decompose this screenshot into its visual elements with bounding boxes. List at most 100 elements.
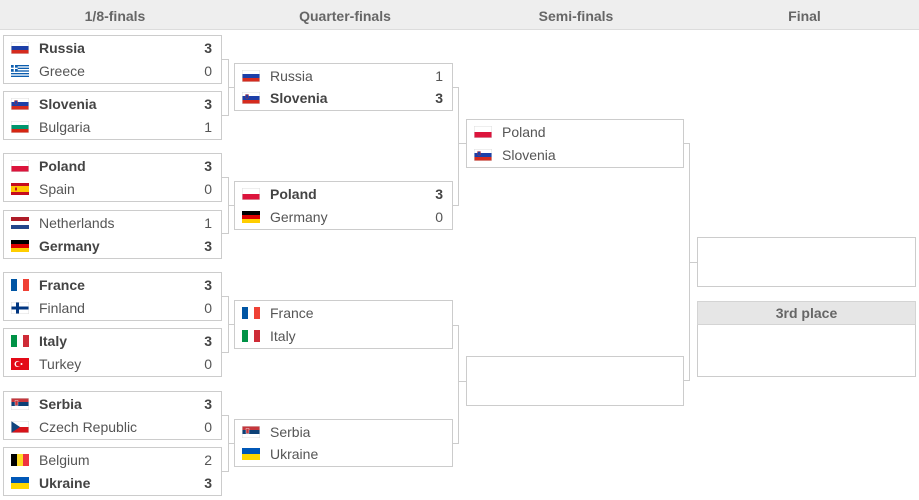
round-of-16-title: 1/8-finals [84, 8, 146, 24]
serbia-flag-icon [11, 398, 29, 410]
team-row[interactable]: Bulgaria 1 [4, 116, 221, 138]
team-row[interactable]: Ukraine 3 [4, 472, 221, 494]
russia-flag-icon [242, 70, 260, 82]
team-name: Germany [39, 238, 100, 254]
russia-flag-icon [11, 42, 29, 54]
team-row[interactable]: Italy 3 [4, 330, 221, 352]
third-place-title: 3rd place [697, 301, 916, 325]
team-row[interactable]: Slovenia 3 [235, 87, 452, 109]
team-name: Slovenia [270, 90, 328, 106]
team-row[interactable]: Spain 0 [4, 178, 221, 200]
czech-flag-icon [11, 421, 29, 433]
team-score: 0 [435, 209, 443, 225]
qf-match[interactable]: Poland 3 Germany 0 [234, 181, 453, 230]
final-title: Final [788, 8, 821, 24]
r16-match[interactable]: Russia 3 Greece 0 [3, 35, 222, 84]
qf-match[interactable]: France Italy [234, 300, 453, 349]
qf-match[interactable]: Russia 1 Slovenia 3 [234, 63, 453, 111]
r16-match[interactable]: France 3 Finland 0 [3, 272, 222, 321]
ukraine-flag-icon [11, 477, 29, 489]
bracket-connector [453, 87, 459, 206]
slovenia-flag-icon [11, 98, 29, 110]
team-row[interactable]: Slovenia [467, 144, 683, 166]
team-score: 0 [204, 300, 212, 316]
finland-flag-icon [11, 302, 29, 314]
team-row[interactable]: Turkey 0 [4, 353, 221, 375]
italy-flag-icon [242, 330, 260, 342]
team-score: 0 [204, 356, 212, 372]
team-name: Spain [39, 181, 75, 197]
qf-match[interactable]: Serbia Ukraine [234, 419, 453, 467]
team-name: Poland [270, 186, 317, 202]
team-score: 3 [204, 277, 212, 293]
team-row[interactable]: Russia 1 [235, 65, 452, 87]
team-name: Greece [39, 63, 85, 79]
bulgaria-flag-icon [11, 121, 29, 133]
team-row[interactable]: Greece 0 [4, 60, 221, 82]
third-place-match-empty[interactable] [697, 325, 916, 377]
team-row[interactable]: France [235, 302, 452, 324]
bracket-connector [229, 443, 234, 444]
spain-flag-icon [11, 183, 29, 195]
ukraine-flag-icon [242, 448, 260, 460]
bracket-connector [459, 143, 466, 144]
team-score: 3 [204, 40, 212, 56]
team-name: Turkey [39, 356, 82, 372]
team-score: 1 [435, 68, 443, 84]
team-score: 3 [204, 96, 212, 112]
r16-match[interactable]: Serbia 3 Czech Republic 0 [3, 391, 222, 440]
team-name: Ukraine [39, 475, 91, 491]
slovenia-flag-icon [474, 149, 492, 161]
team-row[interactable]: Belgium 2 [4, 449, 221, 471]
team-row[interactable]: Serbia 3 [4, 393, 221, 415]
team-name: France [270, 305, 314, 321]
team-name: Poland [39, 158, 86, 174]
team-name: Belgium [39, 452, 90, 468]
team-name: Russia [270, 68, 313, 84]
r16-match[interactable]: Slovenia 3 Bulgaria 1 [3, 91, 222, 140]
team-score: 1 [204, 119, 212, 135]
bracket-connector [453, 325, 459, 444]
team-row[interactable]: Poland 3 [235, 183, 452, 205]
team-score: 0 [204, 419, 212, 435]
team-score: 0 [204, 181, 212, 197]
team-row[interactable]: Germany 0 [235, 206, 452, 228]
team-score: 3 [204, 333, 212, 349]
final-match-empty[interactable] [697, 237, 916, 287]
team-row[interactable]: Poland 3 [4, 155, 221, 177]
r16-match[interactable]: Poland 3 Spain 0 [3, 153, 222, 202]
team-row[interactable]: Serbia [235, 421, 452, 443]
r16-match[interactable]: Italy 3 Turkey 0 [3, 328, 222, 377]
team-row[interactable]: Slovenia 3 [4, 93, 221, 115]
team-name: Finland [39, 300, 85, 316]
team-score: 1 [204, 215, 212, 231]
team-row[interactable]: Czech Republic 0 [4, 416, 221, 438]
team-row[interactable]: Germany 3 [4, 235, 221, 257]
team-name: Poland [502, 124, 546, 140]
sf-match-empty[interactable] [466, 356, 684, 406]
bracket-connector [222, 296, 229, 353]
team-row[interactable]: Ukraine [235, 443, 452, 465]
greece-flag-icon [11, 65, 29, 77]
r16-match[interactable]: Netherlands 1 Germany 3 [3, 210, 222, 259]
team-row[interactable]: Finland 0 [4, 297, 221, 319]
semi-finals-title: Semi-finals [538, 8, 614, 24]
team-score: 2 [204, 452, 212, 468]
r16-match[interactable]: Belgium 2 Ukraine 3 [3, 447, 222, 496]
poland-flag-icon [474, 126, 492, 138]
team-row[interactable]: Russia 3 [4, 37, 221, 59]
poland-flag-icon [242, 188, 260, 200]
team-row[interactable]: Netherlands 1 [4, 212, 221, 234]
poland-flag-icon [11, 160, 29, 172]
bracket-connector [690, 262, 697, 263]
bracket-connector [229, 87, 234, 88]
team-name: Slovenia [502, 147, 556, 163]
team-row[interactable]: Poland [467, 121, 683, 143]
team-name: Ukraine [270, 446, 319, 462]
team-row[interactable]: France 3 [4, 274, 221, 296]
team-score: 3 [204, 238, 212, 254]
team-row[interactable]: Italy [235, 325, 452, 347]
team-name: Bulgaria [39, 119, 91, 135]
team-score: 3 [435, 186, 443, 202]
sf-match[interactable]: Poland Slovenia [466, 119, 684, 168]
